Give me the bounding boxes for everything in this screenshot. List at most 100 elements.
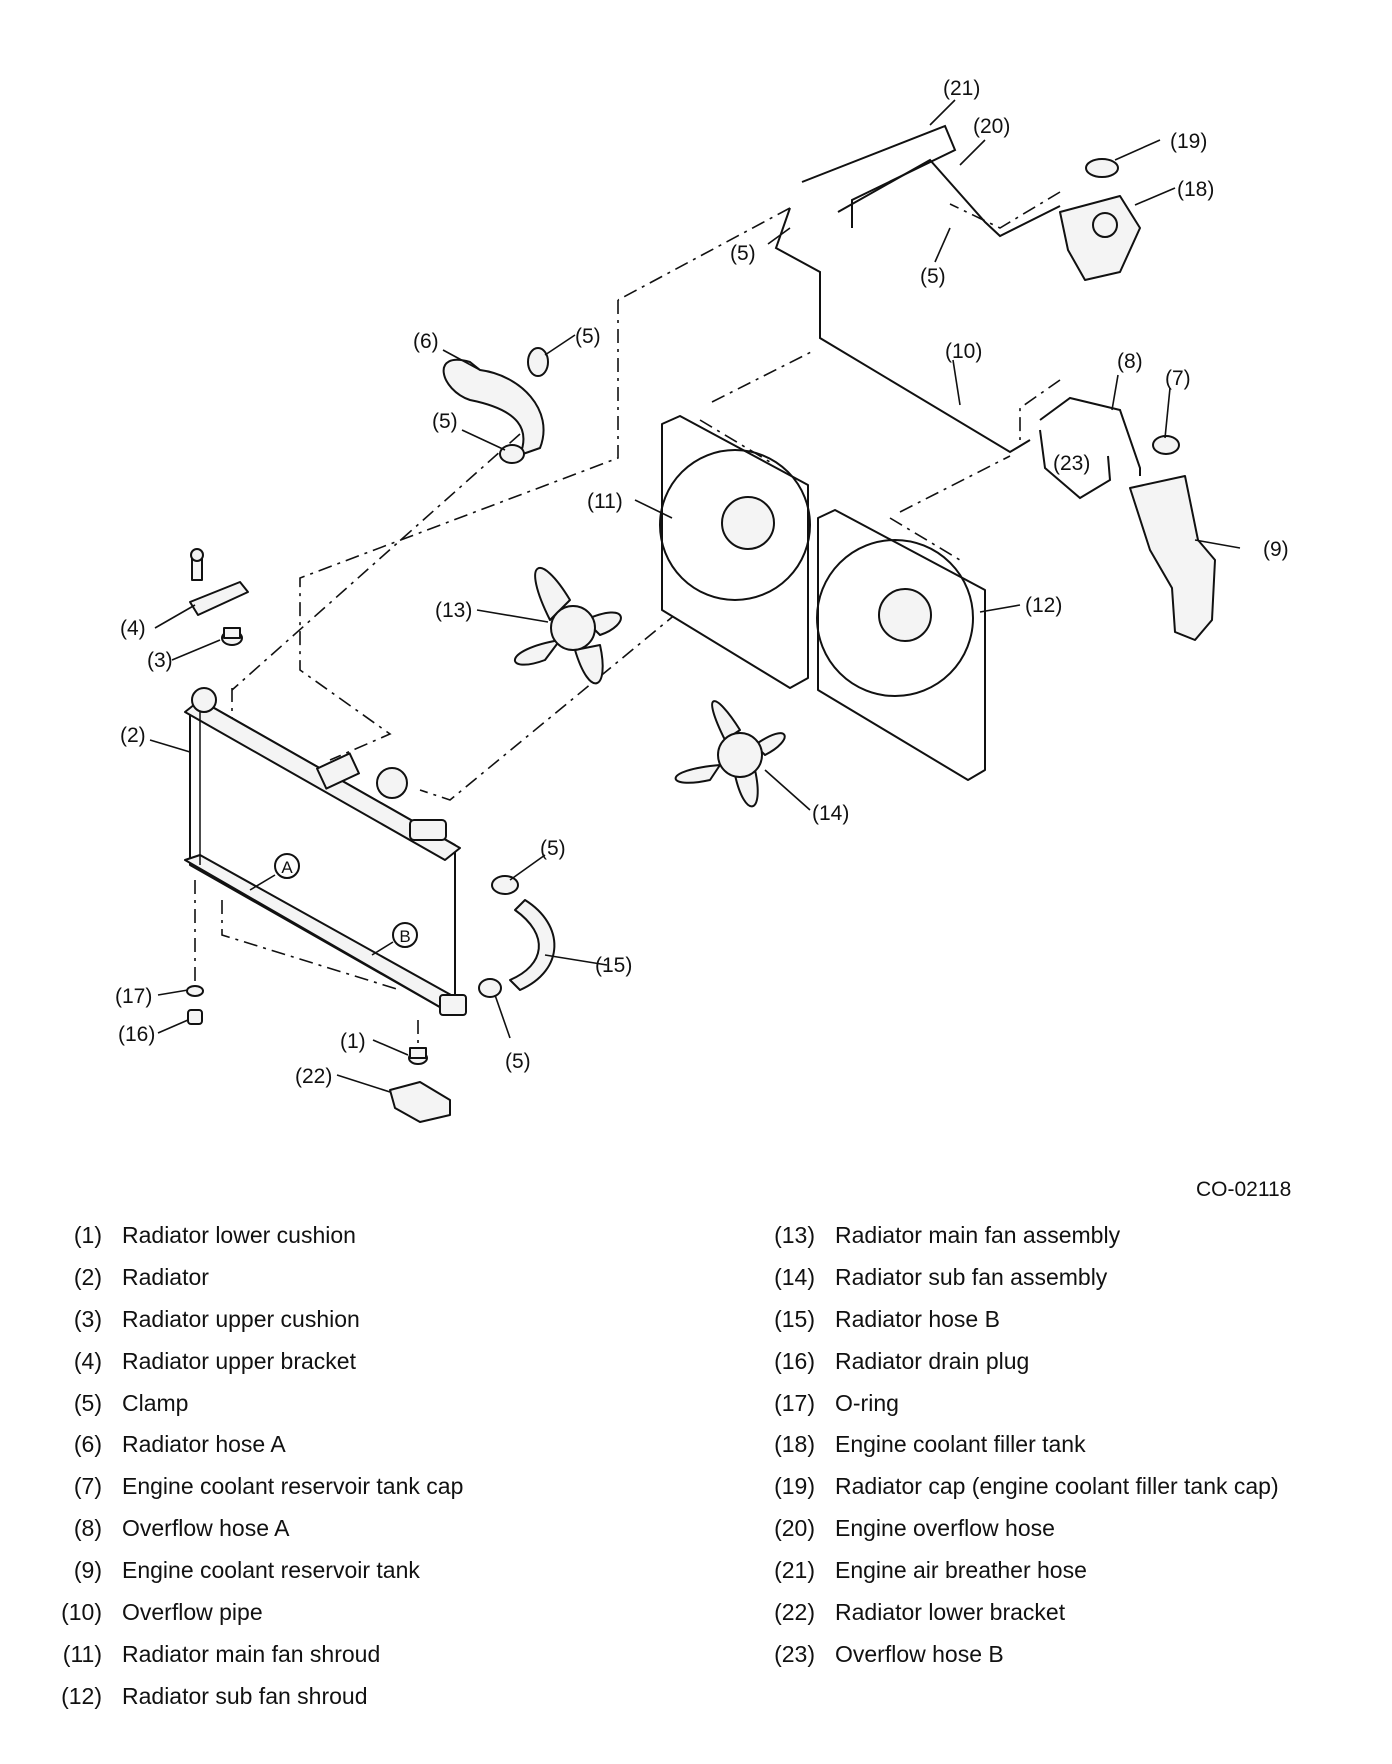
callout-10: (10) xyxy=(945,340,982,363)
legend-label: Radiator upper cushion xyxy=(122,1305,360,1332)
callout-9: (9) xyxy=(1263,538,1289,561)
legend-number: (23) xyxy=(774,1640,815,1667)
callout-8: (8) xyxy=(1117,350,1143,373)
legend-row: (16)Radiator drain plug xyxy=(765,1348,1392,1390)
legend-row: (2)Radiator xyxy=(52,1264,692,1306)
engine-overflow-hose xyxy=(837,158,1061,238)
legend-number: (13) xyxy=(774,1222,815,1248)
legend-row: (22) Radiator lower bracket xyxy=(765,1599,1392,1641)
legend-label: Engine coolant reservoir tank cap xyxy=(122,1473,464,1500)
engine-coolant-reservoir-tank xyxy=(1129,475,1216,641)
callout-13: (13) xyxy=(435,599,472,622)
legend-row: (13)Radiator main fan assembly xyxy=(765,1222,1392,1264)
callout-19: (19) xyxy=(1170,130,1207,153)
legend-label: Radiator sub fan shroud xyxy=(122,1682,368,1709)
callout-3: (3) xyxy=(147,649,173,672)
callout-4: (4) xyxy=(120,617,146,640)
legend-label: Radiator cap (engine coolant filler tank… xyxy=(835,1473,1279,1500)
legend-row: (19) Radiator cap (engine coolant filler … xyxy=(765,1473,1392,1515)
legend-number: (16) xyxy=(774,1347,815,1374)
callout-5: (5) xyxy=(575,325,601,348)
legend-number: (18) xyxy=(774,1431,815,1458)
legend-row: (9)Engine coolant reservoir tank xyxy=(52,1557,692,1599)
callout-2: (2) xyxy=(120,724,146,747)
legend-row: (1) Radiator lower cushion xyxy=(52,1222,692,1264)
overflow-hose-b xyxy=(1039,429,1112,500)
legend-label: Radiator xyxy=(122,1263,209,1290)
marker-a: A xyxy=(249,853,300,891)
legend-label: Engine air breather hose xyxy=(835,1557,1087,1584)
engine-air-breather-hose xyxy=(801,124,957,228)
callout-23: (23) xyxy=(1053,452,1090,475)
radiator-lower-bracket xyxy=(389,1081,451,1123)
callout-5: (5) xyxy=(730,242,756,265)
radiator-cap xyxy=(1085,158,1119,178)
legend-number: (3) xyxy=(73,1305,102,1332)
radiator-upper-bracket xyxy=(189,548,249,616)
legend-row: (3) Radiator upper cushion xyxy=(52,1306,692,1348)
legend-label: Engine overflow hose xyxy=(835,1515,1055,1542)
legend-label: O-ring xyxy=(835,1389,899,1416)
legend-row: (14) Radiator sub fan assembly xyxy=(765,1264,1392,1306)
legend-number: (19) xyxy=(774,1473,815,1500)
radiator-lower-cushion xyxy=(408,1047,428,1065)
legend-number: (5) xyxy=(73,1389,102,1416)
legend-label: Radiator hose B xyxy=(835,1305,1000,1332)
legend-label: Radiator lower bracket xyxy=(835,1599,1066,1626)
legend-row: (21) Engine air breather hose xyxy=(765,1557,1392,1599)
legend-row: (11) Radiator main fan shroud xyxy=(52,1641,692,1683)
legend-number: (9) xyxy=(73,1557,102,1584)
legend-label: Radiator main fan shroud xyxy=(122,1640,381,1667)
callout-17: (17) xyxy=(115,985,152,1008)
callout-labels: (21) (20) (19) (18) (5) (5) (5) (6) (5) … xyxy=(115,77,1289,1088)
legend-number: (7) xyxy=(73,1473,102,1500)
svg-text:A: A xyxy=(281,858,293,877)
callout-5: (5) xyxy=(432,410,458,433)
legend-number: (6) xyxy=(73,1431,102,1458)
legend-row: (8) Overflow hose A xyxy=(52,1515,692,1557)
legend-row: (23) Overflow hose B xyxy=(765,1641,1392,1683)
legend-number: (14) xyxy=(774,1263,815,1290)
legend-number: (4) xyxy=(73,1347,102,1374)
legend-row: (18)Engine coolant filler tank xyxy=(765,1431,1392,1473)
legend-number: (22) xyxy=(774,1599,815,1626)
legend-number: (12) xyxy=(61,1682,102,1709)
radiator xyxy=(184,687,467,1016)
radiator-sub-fan-shroud xyxy=(816,509,986,781)
legend-label: Overflow hose B xyxy=(835,1640,1004,1667)
legend-number: (8) xyxy=(73,1515,102,1542)
callout-20: (20) xyxy=(973,115,1010,138)
legend-number: (1) xyxy=(73,1222,102,1248)
drain-plug-and-oring xyxy=(186,985,204,1025)
marker-b: B xyxy=(371,922,418,956)
legend-row: (10) Overflow pipe xyxy=(52,1599,692,1641)
reservoir-tank-cap xyxy=(1152,435,1180,455)
legend-number: (10) xyxy=(61,1599,102,1626)
legend-number: (15) xyxy=(774,1305,815,1332)
legend-number: (21) xyxy=(774,1557,815,1584)
radiator-main-fan-shroud xyxy=(659,415,811,689)
callout-18: (18) xyxy=(1177,178,1214,201)
engine-coolant-filler-tank xyxy=(1059,195,1141,281)
legend-row: (7) Engine coolant reservoir tank cap xyxy=(52,1473,692,1515)
callout-1: (1) xyxy=(340,1030,366,1053)
legend-label: Clamp xyxy=(122,1389,189,1416)
legend-number: (11) xyxy=(62,1640,102,1667)
legend-label: Radiator upper bracket xyxy=(122,1347,356,1374)
legend-label: Radiator sub fan assembly xyxy=(835,1263,1108,1290)
legend-row: (20)Engine overflow hose xyxy=(765,1515,1392,1557)
legend-label: Overflow hose A xyxy=(122,1515,290,1542)
legend-label: Overflow pipe xyxy=(122,1599,263,1626)
legend-label: Radiator lower cushion xyxy=(122,1222,356,1248)
legend-row: (5) Clamp xyxy=(52,1390,692,1432)
radiator-main-fan xyxy=(514,567,622,685)
callout-21: (21) xyxy=(943,77,980,100)
callout-5: (5) xyxy=(540,837,566,860)
callout-7: (7) xyxy=(1165,367,1191,390)
legend-row: (12) Radiator sub fan shroud xyxy=(52,1683,692,1725)
legend-left: (1) Radiator lower cushion (2)Radiator(3) R… xyxy=(52,1222,692,1725)
callout-5: (5) xyxy=(505,1050,531,1073)
figure-id: CO-02118 xyxy=(1196,1178,1292,1201)
legend-label: Radiator hose A xyxy=(122,1431,286,1458)
callout-14: (14) xyxy=(812,802,849,825)
